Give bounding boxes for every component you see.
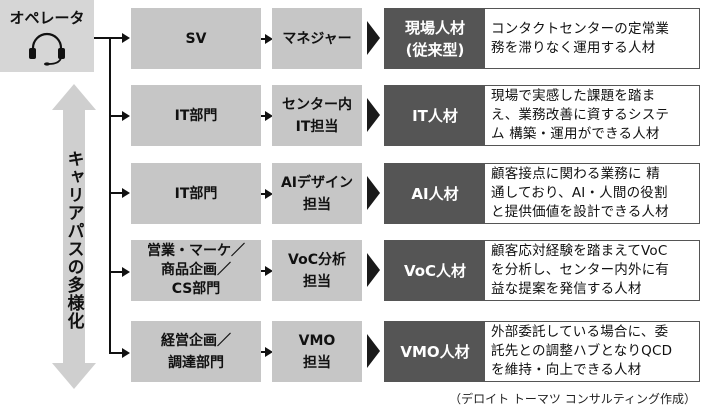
role-label: VoC分析 担当 [288, 251, 346, 290]
chevron-icon [367, 21, 380, 55]
talent-label: IT人材 [385, 86, 485, 145]
talent-label: VMO人材 [385, 322, 485, 381]
dept-box-sv: SV [131, 8, 261, 69]
talent-card-vmo: VMO人材 外部委託している場合に、委 託先との調整ハブとなりQCD を維持・向… [384, 321, 700, 382]
branch-arrow-5 [109, 352, 123, 354]
chevron-icon [367, 176, 380, 210]
dept-label: IT部門 [174, 185, 218, 202]
chevron-icon [367, 334, 380, 368]
talent-description: 顧客接点に関わる業務に 精 通しており、AI・人間の役割 と提供価値を設計できる… [491, 166, 669, 220]
dept-role-arrowhead [265, 189, 273, 199]
dept-box-planning: 経営企画／ 調達部門 [131, 321, 261, 382]
dept-label: IT部門 [174, 107, 218, 124]
dept-role-arrowhead [265, 347, 273, 357]
career-path-arrow [52, 84, 96, 389]
branch-arrowhead-2 [122, 111, 130, 121]
career-path-label: キャリアパスの多様化 [63, 150, 84, 330]
dept-role-connector [261, 115, 267, 117]
dept-label: 経営企画／ 調達部門 [161, 332, 231, 371]
branch-arrow-3 [109, 192, 123, 194]
dept-box-it-ai: IT部門 [131, 163, 261, 224]
branch-arrowhead-1 [122, 33, 130, 43]
dept-box-it: IT部門 [131, 85, 261, 146]
talent-description: 外部委託している場合に、委 託先との調整ハブとなりQCD を維持・向上できる人材 [491, 324, 673, 378]
headset-icon [29, 32, 65, 66]
talent-label: 現場人材 (従来型) [385, 9, 485, 68]
talent-card-ai: AI人材 顧客接点に関わる業務に 精 通しており、AI・人間の役割 と提供価値を… [384, 163, 700, 224]
dept-role-connector [261, 351, 267, 353]
operator-label: オペレータ [9, 9, 85, 27]
chevron-icon [367, 98, 380, 132]
talent-description: コンタクトセンターの定常業 務を滞りなく運用する人材 [491, 20, 670, 56]
talent-card-it: IT人材 現場で実感した課題を踏ま え、業務改善に資するシステ ム 構築・運用が… [384, 85, 700, 146]
role-label: センター内 IT担当 [282, 96, 352, 135]
chevron-icon [367, 253, 380, 287]
dept-role-connector [261, 38, 267, 40]
role-box-manager: マネジャー [272, 8, 362, 69]
talent-description: 顧客応対経験を踏まえてVoC を分析し、センター内外に有 益な提案を発信する人材 [491, 243, 670, 297]
dept-role-connector [261, 193, 267, 195]
role-label: マネジャー [282, 30, 352, 47]
dept-label: 営業・マーケ／ 商品企画／ CS部門 [147, 243, 245, 297]
dept-label: SV [185, 30, 207, 47]
branch-arrow-1 [109, 37, 123, 39]
role-label: AIデザイン 担当 [280, 174, 354, 213]
branch-arrowhead-3 [122, 188, 130, 198]
talent-card-voc: VoC人材 顧客応対経験を踏まえてVoC を分析し、センター内外に有 益な提案を… [384, 240, 700, 301]
role-box-ai: AIデザイン 担当 [272, 163, 362, 224]
role-box-voc: VoC分析 担当 [272, 240, 362, 301]
role-box-vmo: VMO 担当 [272, 321, 362, 382]
branch-arrow-2 [109, 115, 123, 117]
source-note: （デロイト トーマツ コンサルティング作成） [449, 392, 696, 406]
talent-card-field: 現場人材 (従来型) コンタクトセンターの定常業 務を滞りなく運用する人材 [384, 8, 700, 69]
talent-label: VoC人材 [385, 241, 485, 300]
role-label: VMO 担当 [298, 332, 336, 371]
dept-role-arrowhead [265, 111, 273, 121]
dept-role-connector [261, 270, 267, 272]
operator-box: オペレータ [0, 0, 94, 72]
branch-line [109, 37, 111, 353]
branch-arrow-4 [109, 271, 123, 273]
talent-description: 現場で実感した課題を踏ま え、業務改善に資するシステ ム 構築・運用ができる人材 [491, 88, 670, 142]
role-box-it: センター内 IT担当 [272, 85, 362, 146]
dept-role-arrowhead [265, 34, 273, 44]
branch-arrowhead-5 [122, 348, 130, 358]
dept-box-sales: 営業・マーケ／ 商品企画／ CS部門 [131, 240, 261, 301]
dept-role-arrowhead [265, 266, 273, 276]
branch-arrowhead-4 [122, 267, 130, 277]
talent-label: AI人材 [385, 164, 485, 223]
operator-connector [94, 37, 110, 39]
